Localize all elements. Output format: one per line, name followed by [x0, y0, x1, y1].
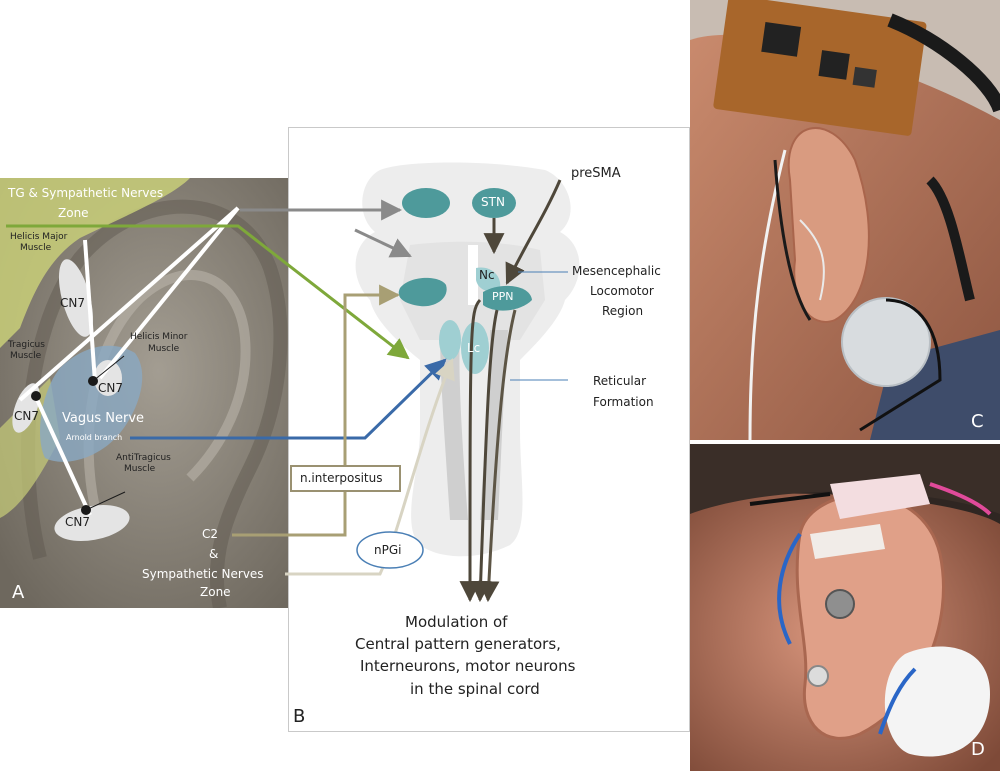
- nucleus-lc: [461, 322, 489, 374]
- antitragicus-label-2: Muscle: [124, 464, 156, 474]
- antitragicus-label-1: AntiTragicus: [116, 453, 171, 463]
- device-photo-d: [690, 444, 1000, 771]
- panel-letter-c: C: [971, 411, 984, 432]
- stn-label: STN: [481, 195, 505, 209]
- nucleus-stn: [472, 188, 516, 218]
- rf-label-2: Formation: [593, 395, 654, 409]
- white-line-4: [83, 239, 97, 383]
- panel-a-ear-diagram: [0, 178, 288, 608]
- device-photo-c: [690, 0, 1000, 440]
- presma-label: preSMA: [571, 166, 621, 181]
- arrow-green: [6, 224, 410, 360]
- c2-label: C2: [202, 527, 219, 541]
- white-line-2: [18, 206, 240, 402]
- panel-d-photo: [690, 444, 1000, 771]
- helicis-major-label-1: Helicis Major: [10, 232, 68, 242]
- tragicus-label-1: Tragicus: [8, 340, 45, 350]
- vagus-label: Vagus Nerve: [62, 411, 145, 426]
- npgi-ellipse: [356, 531, 424, 569]
- tragicus-label-2: Muscle: [10, 351, 42, 361]
- nucleus-ppn: [483, 285, 532, 311]
- white-line-3: [33, 394, 92, 516]
- ppn-label: PPN: [492, 290, 514, 303]
- zone-top-label-2: Zone: [58, 206, 89, 220]
- arrow-khaki: [232, 284, 401, 537]
- panel-c-photo: [690, 0, 1000, 440]
- cn7-label-left: CN7: [14, 409, 39, 423]
- interpositus-box: [290, 465, 401, 492]
- ear-illustration: [0, 178, 288, 608]
- ampersand-label: &: [209, 547, 219, 561]
- rf-label-1: Reticular: [593, 374, 647, 388]
- helicis-major-label-2: Muscle: [20, 243, 52, 253]
- modulation-line-3: Interneurons, motor neurons: [360, 657, 576, 675]
- panel-letter-d: D: [971, 739, 985, 760]
- nucleus-top-left: [402, 188, 450, 218]
- nc-label: Nc: [479, 268, 495, 282]
- interpositus-label: n.interpositus: [300, 471, 383, 485]
- cn7-label-top: CN7: [60, 296, 85, 310]
- npgi-label: nPGi: [374, 543, 402, 557]
- zone-top-label: TG & Sympathetic Nerves: [8, 186, 164, 200]
- nucleus-left: [398, 277, 447, 307]
- panel-letter-b: B: [293, 706, 306, 727]
- arrow-gray-diagonal: [354, 228, 412, 258]
- modulation-line-4: in the spinal cord: [410, 680, 540, 698]
- mlr-label-1: Mesencephalic: [572, 264, 661, 278]
- arrow-descend-2: [470, 309, 499, 603]
- modulation-line-1: Modulation of: [405, 613, 508, 631]
- mlr-label-2: Locomotor: [590, 284, 654, 298]
- helicis-minor-label-2: Muscle: [148, 344, 180, 354]
- nucleus-left-small: [439, 320, 461, 360]
- zone-bottom-label-1: Sympathetic Nerves: [142, 567, 264, 581]
- mlr-label-3: Region: [602, 304, 644, 318]
- modulation-line-2: Central pattern generators,: [355, 635, 561, 653]
- arrow-blue: [130, 358, 447, 440]
- cn7-dot-2: [31, 391, 41, 401]
- cn7-label-mid: CN7: [98, 381, 123, 395]
- helicis-minor-label-1: Helicis Minor: [130, 332, 188, 342]
- nucleus-nc: [476, 267, 501, 292]
- arrow-descend-1: [459, 298, 482, 603]
- arrow-descend-3: [478, 309, 517, 603]
- lc-label: Lc: [467, 341, 481, 355]
- panel-letter-a: A: [12, 582, 25, 603]
- arrow-presma: [505, 179, 562, 285]
- cn7-label-bottom: CN7: [65, 515, 90, 529]
- white-line-1: [98, 206, 240, 380]
- arnold-label: Arnold branch: [66, 433, 123, 442]
- zone-bottom-label-2: Zone: [200, 585, 231, 599]
